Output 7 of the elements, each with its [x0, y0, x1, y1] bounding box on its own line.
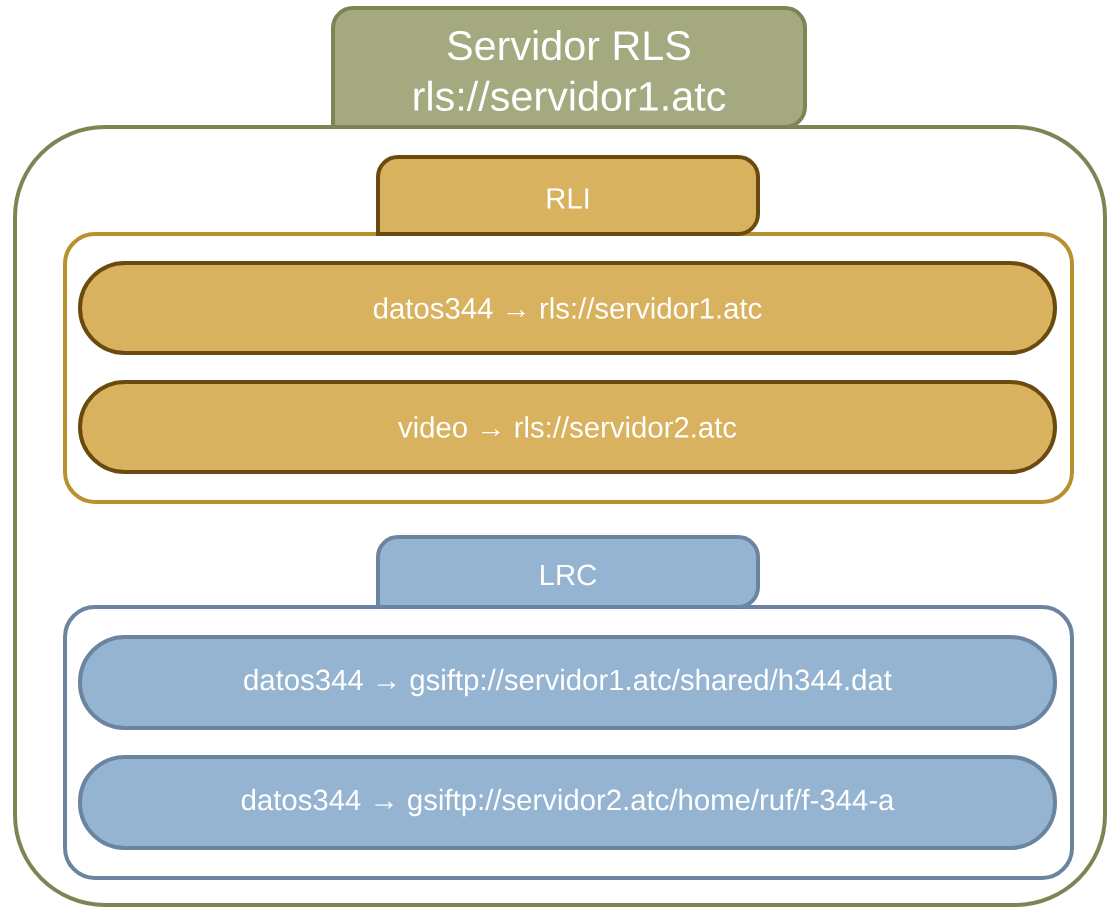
entry-pill: datos344 → gsiftp://servidor1.atc/shared/h344.dat: [78, 635, 1057, 730]
entry-pill: datos344 → rls://servidor1.atc: [78, 261, 1057, 355]
header-tab: LRC: [376, 535, 760, 609]
entry-pill: video → rls://servidor2.atc: [78, 380, 1057, 474]
header-tab: Servidor RLS rls://servidor1.atc: [331, 6, 807, 129]
entry-pill: datos344 → gsiftp://servidor2.atc/home/ruf/f-344-a: [78, 755, 1057, 850]
header-tab: RLI: [376, 155, 760, 236]
